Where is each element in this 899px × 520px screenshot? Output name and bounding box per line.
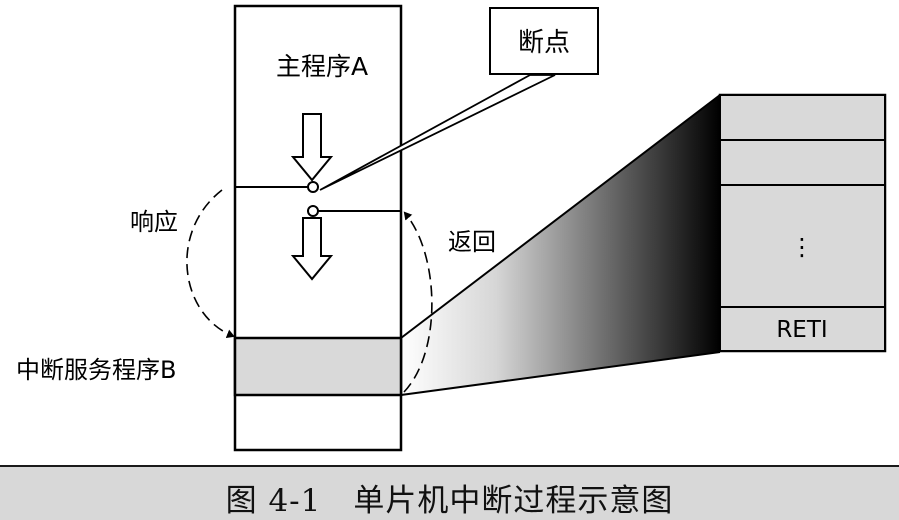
zoom-funnel-bottom-edge (400, 351, 721, 396)
reti-instruction: RETI (776, 317, 827, 343)
isr-detail-row-2 (719, 139, 886, 186)
zoom-funnel-top-edge (400, 94, 721, 339)
interrupt-process-diagram: 主程序A 断点 响应 返回 中断服务程序B ⋮ RETI (16, 4, 887, 452)
respond-arrow (186, 189, 235, 338)
flow-down-arrow-upper (290, 113, 334, 182)
caption-bar: 图 4-1 单片机中断过程示意图 (0, 465, 899, 520)
isr-label: 中断服务程序B (16, 356, 176, 384)
return-arrow (403, 211, 433, 393)
isr-block (233, 336, 403, 397)
breakpoint-label: 断点 (518, 28, 570, 58)
isr-detail-row-middle (719, 184, 886, 308)
breakpoint-callout-box (489, 7, 599, 75)
main-program-label: 主程序A (276, 52, 368, 81)
breakpoint-circle-lower (307, 205, 319, 217)
return-label: 返回 (448, 228, 496, 256)
isr-detail-row-1 (719, 94, 886, 141)
zoom-funnel (401, 95, 720, 395)
isr-detail-ellipsis: ⋮ (790, 233, 814, 261)
isr-detail-row-reti (719, 306, 886, 352)
flow-down-arrow-lower (290, 217, 334, 281)
respond-label: 响应 (130, 208, 178, 236)
figure-caption: 图 4-1 单片机中断过程示意图 (225, 483, 674, 519)
breakpoint-circle-upper (307, 181, 319, 193)
